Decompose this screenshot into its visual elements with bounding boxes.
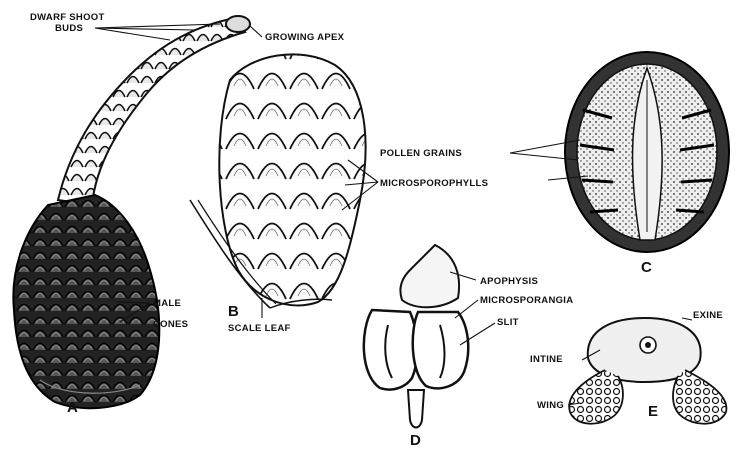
- label-dwarf-shoot: DWARF SHOOT: [30, 12, 105, 23]
- panel-b-cone: [190, 54, 366, 308]
- panel-c-section: [565, 52, 729, 252]
- label-buds: BUDS: [55, 23, 83, 34]
- growing-apex-shape: [226, 16, 250, 32]
- label-scale-leaf: SCALE LEAF: [228, 323, 291, 334]
- label-exine: EXINE: [693, 310, 723, 321]
- panel-a-male-cones: [13, 195, 159, 408]
- panel-letter-b: B: [228, 303, 239, 320]
- panel-letter-d: D: [410, 432, 421, 449]
- panel-letter-a: A: [67, 399, 78, 416]
- label-microsporophylls: MICROSPOROPHYLLS: [380, 178, 488, 189]
- label-cones: CONES: [153, 319, 188, 330]
- panel-letter-c: C: [641, 259, 652, 276]
- label-pollen-grains: POLLEN GRAINS: [380, 148, 462, 159]
- label-microsporangia: MICROSPORANGIA: [480, 295, 573, 306]
- panel-letter-e: E: [648, 403, 658, 420]
- label-wing: WING: [537, 400, 564, 411]
- label-growing-apex: GROWING APEX: [265, 32, 345, 43]
- label-slit: SLIT: [497, 317, 519, 328]
- label-apophysis: APOPHYSIS: [480, 276, 538, 287]
- label-male: MALE: [153, 298, 181, 309]
- label-intine: INTINE: [530, 354, 563, 365]
